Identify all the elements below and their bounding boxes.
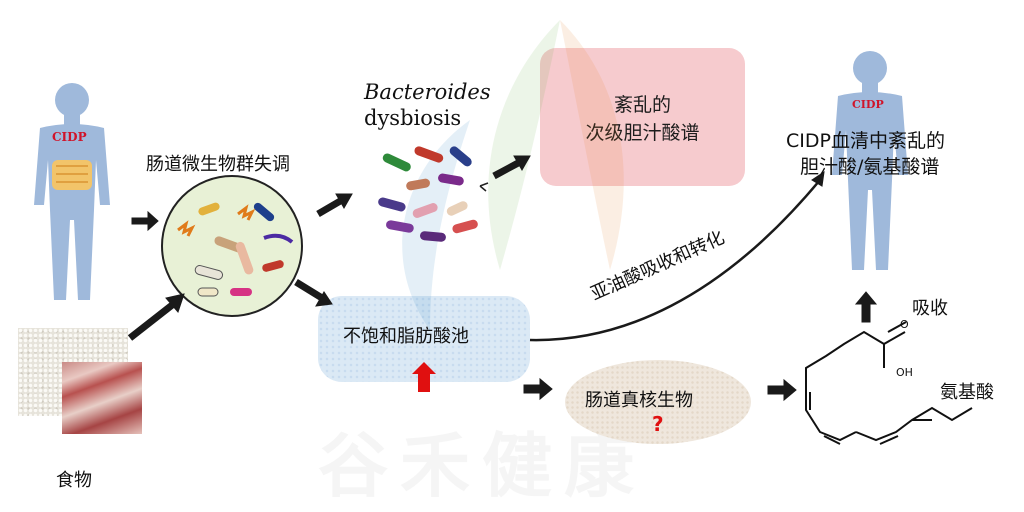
human-figure-left [34, 83, 110, 300]
absorb-label: 吸收 [912, 298, 948, 319]
amino-acid-label: 氨基酸 [940, 382, 994, 403]
bacteria-in-circle [177, 202, 294, 297]
dysbiosis-label: 肠道微生物群失调 [146, 154, 290, 175]
cidp-label-right: CIDP [852, 98, 884, 111]
cidp-label-left: CIDP [52, 130, 87, 144]
intestine-icon [52, 160, 92, 190]
red-up-arrow [412, 362, 436, 392]
molecule-oh-label: OH [896, 366, 913, 379]
bacteroides-cluster [378, 146, 489, 242]
meat-image [62, 362, 142, 434]
bacteroides-label: Bacteroides [364, 80, 491, 104]
molecule-o-label: O [900, 318, 909, 331]
disordered-line1: 紊乱的 [613, 94, 671, 116]
pufa-pool-label: 不饱和脂肪酸池 [343, 326, 469, 347]
linoleic-acid-structure [805, 321, 973, 445]
watermark: 谷禾健康 [318, 425, 646, 507]
disordered-line2: 次级胆汁酸谱 [585, 122, 700, 144]
gut-eukaryote-label: 肠道真核生物 [585, 390, 693, 411]
food-label: 食物 [56, 470, 92, 491]
disordered-bile-acid-box: 紊乱的 次级胆汁酸谱 [540, 48, 745, 186]
serum-line1: CIDP血清中紊乱的 [786, 130, 945, 152]
gut-eukaryote-ellipse [565, 360, 751, 444]
serum-line2: 胆汁酸/氨基酸谱 [800, 156, 940, 178]
dysbiosis-word: dysbiosis [364, 106, 462, 130]
human-figure-right [832, 51, 908, 270]
question-mark: ? [652, 412, 664, 436]
arrows-dark [127, 155, 878, 402]
